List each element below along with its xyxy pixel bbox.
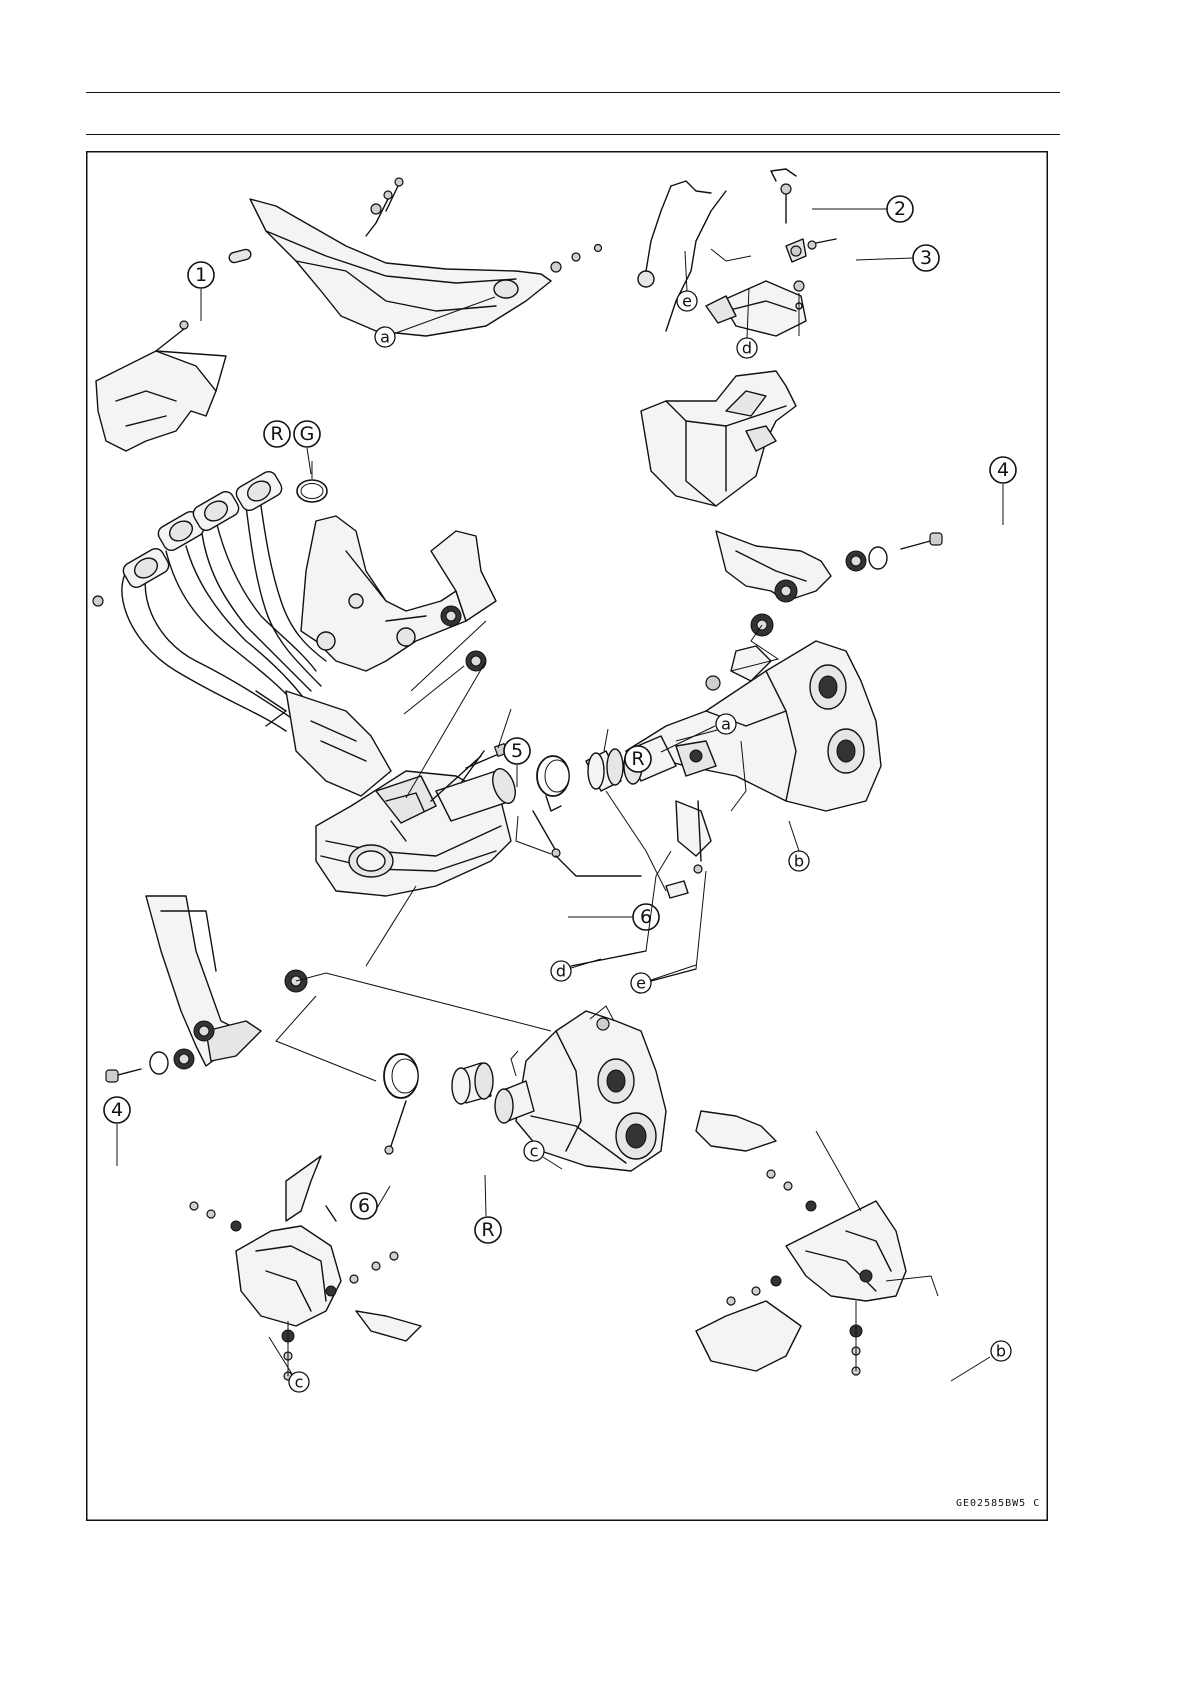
svg-text:G: G xyxy=(300,423,315,445)
svg-text:b: b xyxy=(996,1342,1006,1361)
svg-text:6: 6 xyxy=(358,1195,370,1217)
figure-code: GE02585BW5 C xyxy=(956,1498,1040,1509)
header-rule-bottom xyxy=(86,134,1060,135)
svg-text:b: b xyxy=(794,852,804,871)
svg-text:d: d xyxy=(556,962,566,981)
svg-text:4: 4 xyxy=(111,1099,123,1121)
svg-text:e: e xyxy=(636,974,646,993)
svg-text:d: d xyxy=(742,339,752,358)
svg-text:a: a xyxy=(721,715,731,734)
callout-r-gasket: R xyxy=(264,421,290,447)
exploded-view-diagram: 1 2 3 4 4 5 6 6 R G R R a a b b c xyxy=(86,151,1048,1521)
svg-text:a: a xyxy=(380,328,390,347)
svg-text:R: R xyxy=(270,423,283,445)
svg-text:5: 5 xyxy=(511,740,523,762)
svg-text:R: R xyxy=(481,1219,494,1241)
svg-text:c: c xyxy=(295,1373,304,1392)
svg-text:4: 4 xyxy=(997,459,1009,481)
svg-text:2: 2 xyxy=(894,198,906,220)
callout-r-upper: R xyxy=(625,746,651,772)
svg-text:R: R xyxy=(631,748,644,770)
svg-text:c: c xyxy=(530,1142,539,1161)
seal-lower xyxy=(452,1063,493,1104)
exploded-view-figure: 1 2 3 4 4 5 6 6 R G R R a a b b c xyxy=(86,151,1048,1521)
svg-text:1: 1 xyxy=(195,264,207,286)
header-rule-top xyxy=(86,92,1060,93)
svg-text:3: 3 xyxy=(920,247,932,269)
svg-text:e: e xyxy=(682,292,692,311)
figure-border xyxy=(87,152,1048,1521)
